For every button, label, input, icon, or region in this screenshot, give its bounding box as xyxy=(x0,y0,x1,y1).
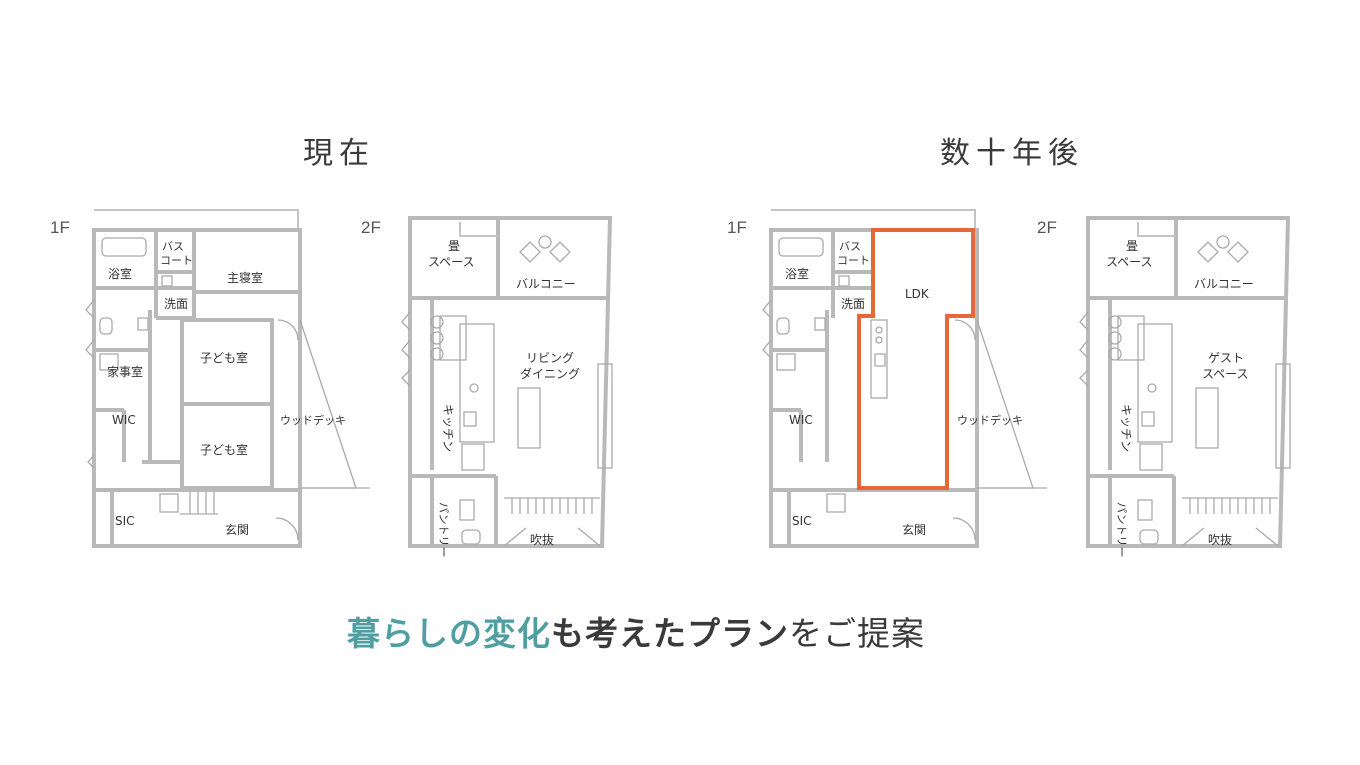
room-sic: SIC xyxy=(115,514,135,528)
floor-label-1f-later: 1F xyxy=(727,218,747,237)
room-balcony: バルコニー xyxy=(516,277,576,291)
room-bath: 浴室 xyxy=(785,266,809,281)
tagline: 暮らしの変化も考えたプランをご提案 xyxy=(347,607,925,655)
room-washroom: 洗面 xyxy=(164,297,188,311)
floor-label-1f-now: 1F xyxy=(50,218,70,237)
room-kitchen: キッチン xyxy=(1119,404,1133,452)
room-tatami-2: スペース xyxy=(1106,255,1153,269)
room-void: 吹抜 xyxy=(530,533,554,547)
room-pantry: パントリー xyxy=(1115,502,1128,558)
room-guest-1: ゲスト xyxy=(1208,351,1244,365)
room-wood-deck: ウッドデッキ xyxy=(280,413,346,427)
room-void: 吹抜 xyxy=(1208,533,1232,547)
room-kids-2: 子ども室 xyxy=(200,442,248,457)
floorplan-current-1f: 浴室 バス コート 洗面 主寝室 家事室 子ども室 子ども室 WIC SIC 玄… xyxy=(85,209,370,548)
room-tatami-1: 畳 xyxy=(448,239,460,253)
floor-label-2f-later: 2F xyxy=(1037,218,1057,237)
room-bus-coat-1: バス xyxy=(839,240,861,253)
room-ldk: LDK xyxy=(905,287,930,301)
floorplan-later-2f: 畳 スペース バルコニー キッチン ゲスト スペース パントリー 吹抜 xyxy=(1079,216,1291,558)
room-bus-coat-1: バス xyxy=(162,240,184,253)
ldk-highlight-outline xyxy=(857,228,975,490)
tagline-end: をご提案 xyxy=(789,614,925,653)
room-pantry: パントリー xyxy=(437,502,450,558)
tagline-middle: も考えたプラン xyxy=(551,614,789,653)
room-living-1: リビング xyxy=(526,351,574,365)
room-balcony: バルコニー xyxy=(1194,277,1254,291)
room-living-2: ダイニング xyxy=(520,366,580,381)
room-entrance: 玄関 xyxy=(902,522,926,537)
room-tatami-1: 畳 xyxy=(1126,239,1138,253)
room-wood-deck: ウッドデッキ xyxy=(957,413,1023,427)
room-bus-coat-2: コート xyxy=(160,254,193,267)
room-guest-2: スペース xyxy=(1202,367,1249,381)
room-tatami-2: スペース xyxy=(428,255,475,269)
tagline-highlight: 暮らしの変化 xyxy=(347,614,551,653)
heading-now: 現在 xyxy=(303,136,375,171)
room-kitchen: キッチン xyxy=(441,404,455,452)
room-washroom: 洗面 xyxy=(841,297,865,311)
room-bath: 浴室 xyxy=(108,266,132,281)
room-wic: WIC xyxy=(112,413,136,427)
room-kids-1: 子ども室 xyxy=(200,350,248,365)
room-housework: 家事室 xyxy=(107,364,143,379)
room-master-bedroom: 主寝室 xyxy=(227,270,263,285)
floor-label-2f-now: 2F xyxy=(361,218,381,237)
room-wic: WIC xyxy=(789,413,813,427)
room-bus-coat-2: コート xyxy=(837,254,870,267)
heading-later: 数十年後 xyxy=(940,136,1084,171)
floorplan-current-2f: 畳 スペース バルコニー キッチン リビング ダイニング パントリー 吹抜 xyxy=(401,216,613,558)
room-sic: SIC xyxy=(792,514,812,528)
floorplan-later-1f: 浴室 バス コート 洗面 LDK WIC SIC 玄関 ウッドデッキ xyxy=(762,209,1047,548)
room-entrance: 玄関 xyxy=(225,522,249,537)
